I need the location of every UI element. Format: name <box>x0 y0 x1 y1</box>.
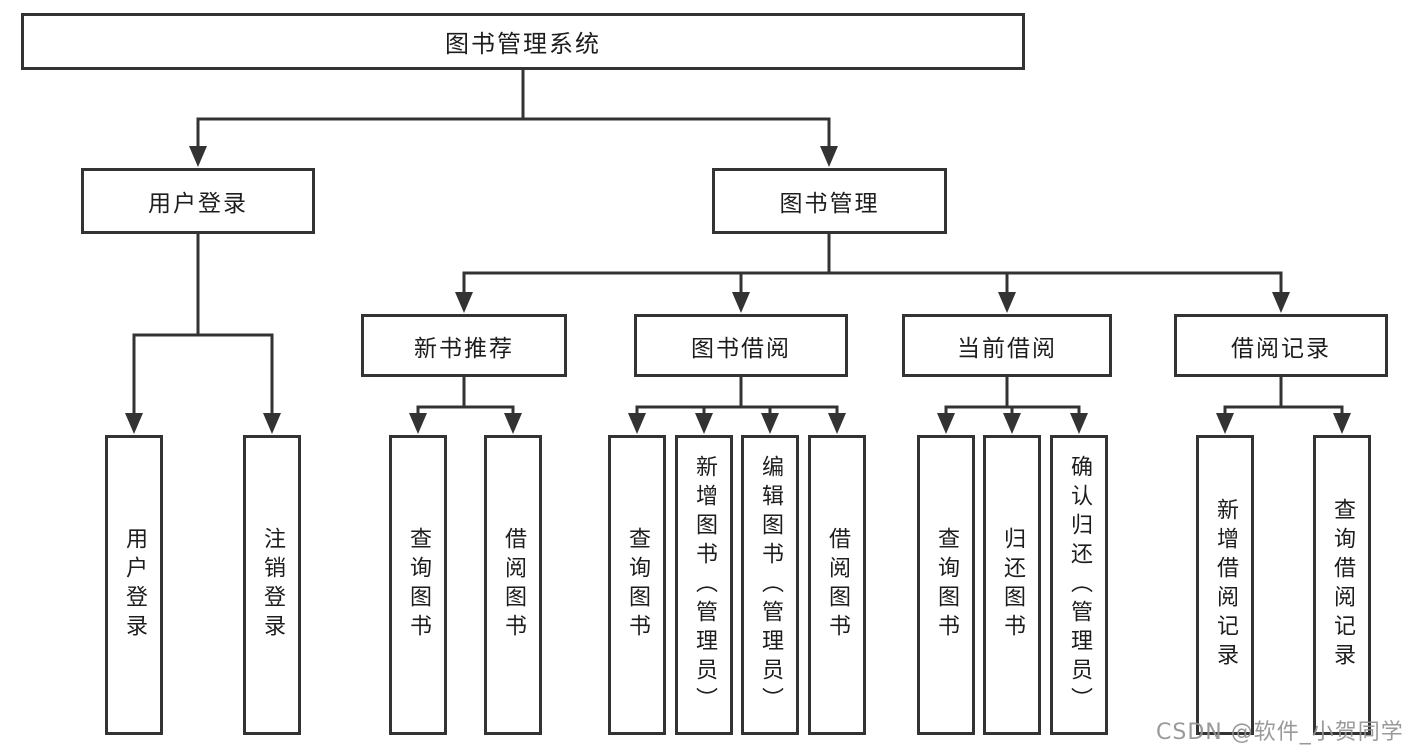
node-query-borrow-record: 查询借阅记录 <box>1313 435 1371 735</box>
node-label: 注销登录 <box>260 527 285 643</box>
node-label: 查询借阅记录 <box>1330 498 1355 672</box>
node-book-management: 图书管理 <box>712 168 947 234</box>
node-label: 新增借阅记录 <box>1213 498 1238 672</box>
node-borrowing-records: 借阅记录 <box>1174 314 1388 377</box>
node-query-books-1: 查询图书 <box>389 435 447 735</box>
node-label: 借阅图书 <box>501 527 526 643</box>
node-label: 图书管理系统 <box>445 30 601 58</box>
node-label: 归还图书 <box>1000 527 1025 643</box>
node-edit-book-admin: 编辑图书（管理员） <box>741 435 799 735</box>
node-label: 新书推荐 <box>414 335 514 362</box>
node-label: 用户登录 <box>122 527 147 643</box>
node-logout-action: 注销登录 <box>243 435 301 735</box>
node-current-borrowing: 当前借阅 <box>902 314 1112 377</box>
node-borrow-books-1: 借阅图书 <box>484 435 542 735</box>
connector-current-borrowing-branch <box>937 375 1088 434</box>
connector-user-login-branch <box>125 232 281 434</box>
connector-book-borrowing-branch <box>628 375 846 434</box>
connector-book-management-branch <box>455 232 1290 313</box>
node-label: 借阅记录 <box>1231 335 1331 362</box>
node-query-books-2: 查询图书 <box>608 435 666 735</box>
node-new-book-recommendation: 新书推荐 <box>361 314 567 377</box>
node-book-borrowing: 图书借阅 <box>634 314 848 377</box>
node-label: 借阅图书 <box>825 527 850 643</box>
node-label: 确认归还（管理员） <box>1067 454 1092 716</box>
node-label: 当前借阅 <box>957 335 1057 362</box>
node-label: 图书管理 <box>779 191 880 217</box>
connector-new-book-branch <box>409 375 522 434</box>
node-add-book-admin: 新增图书（管理员） <box>675 435 733 735</box>
node-add-borrow-record: 新增借阅记录 <box>1196 435 1254 735</box>
node-confirm-return-admin: 确认归还（管理员） <box>1050 435 1108 735</box>
node-label: 用户登录 <box>148 191 248 217</box>
node-return-books: 归还图书 <box>983 435 1041 735</box>
connector-borrowing-records-branch <box>1216 375 1351 434</box>
node-user-login-action: 用户登录 <box>105 435 163 735</box>
node-user-login: 用户登录 <box>81 168 315 234</box>
node-library-management-system: 图书管理系统 <box>21 13 1025 70</box>
watermark-text: CSDN @软件_小贺同学 <box>1156 720 1404 745</box>
node-label: 查询图书 <box>934 527 959 643</box>
node-label: 图书借阅 <box>691 335 791 362</box>
node-query-books-3: 查询图书 <box>917 435 975 735</box>
node-label: 查询图书 <box>625 527 650 643</box>
node-borrow-books-2: 借阅图书 <box>808 435 866 735</box>
connector-root-branch <box>189 68 838 167</box>
node-label: 查询图书 <box>406 527 431 643</box>
node-label: 编辑图书（管理员） <box>758 454 783 716</box>
node-label: 新增图书（管理员） <box>692 454 717 716</box>
